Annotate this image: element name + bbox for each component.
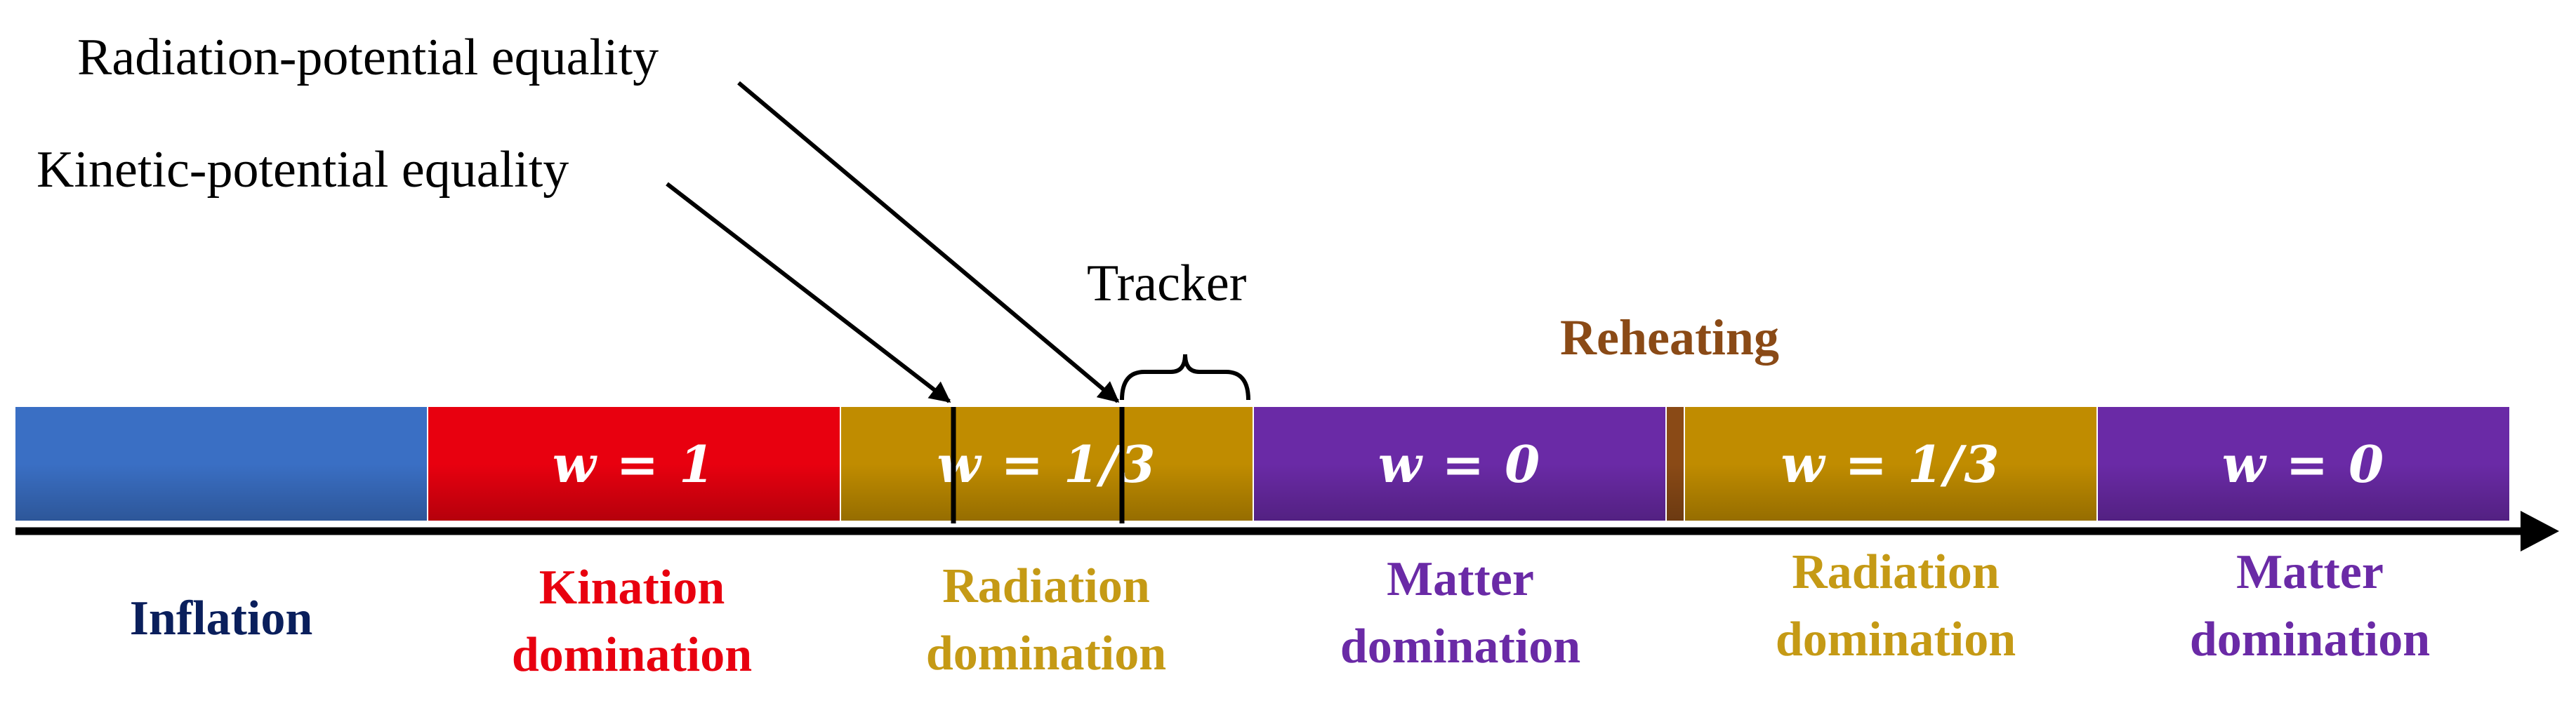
kinetic-potential-pointer (666, 182, 951, 403)
phase-label-matter-2: Matter domination (2127, 539, 2492, 674)
phase-kination-line2: domination (511, 628, 753, 682)
radiation-potential-pointer (737, 81, 1120, 403)
reheating-label: Reheating (1560, 309, 1779, 366)
phase-label-kination: Kination domination (449, 554, 814, 689)
phase-radiation1-line1: Radiation (942, 559, 1150, 613)
phase-matter1-line1: Matter (1387, 552, 1534, 606)
tracker-label: Tracker (1087, 255, 1247, 312)
phase-label-matter-1: Matter domination (1278, 546, 1643, 681)
phase-kination-line1: Kination (539, 561, 725, 615)
phase-radiation1-line2: domination (925, 627, 1167, 681)
phase-radiation2-line1: Radiation (1792, 545, 2000, 599)
phase-label-radiation-2: Radiation domination (1713, 539, 2078, 674)
radiation-eos-2: w = 1/3 (1781, 434, 2001, 494)
kination-eos: w = 1 (552, 434, 716, 494)
phase-inflation-line1: Inflation (129, 591, 313, 646)
phase-matter1-line2: domination (1340, 620, 1581, 674)
radiation-eos-1: w = 1/3 (937, 434, 1157, 494)
time-axis-arrow (15, 511, 2559, 551)
matter-eos-1: w = 0 (1378, 434, 1542, 494)
radiation-potential-equality-label: Radiation-potential equality (77, 29, 659, 86)
phase-matter2-line1: Matter (2236, 545, 2384, 599)
matter-eos-2: w = 0 (2221, 434, 2386, 494)
kinetic-potential-equality-label: Kinetic-potential equality (37, 141, 569, 199)
phase-label-inflation: Inflation (42, 585, 400, 653)
phase-radiation2-line2: domination (1775, 613, 2016, 667)
phase-label-radiation-1: Radiation domination (864, 553, 1229, 688)
tracker-brace (1120, 354, 1250, 401)
phase-matter2-line2: domination (2189, 613, 2431, 667)
